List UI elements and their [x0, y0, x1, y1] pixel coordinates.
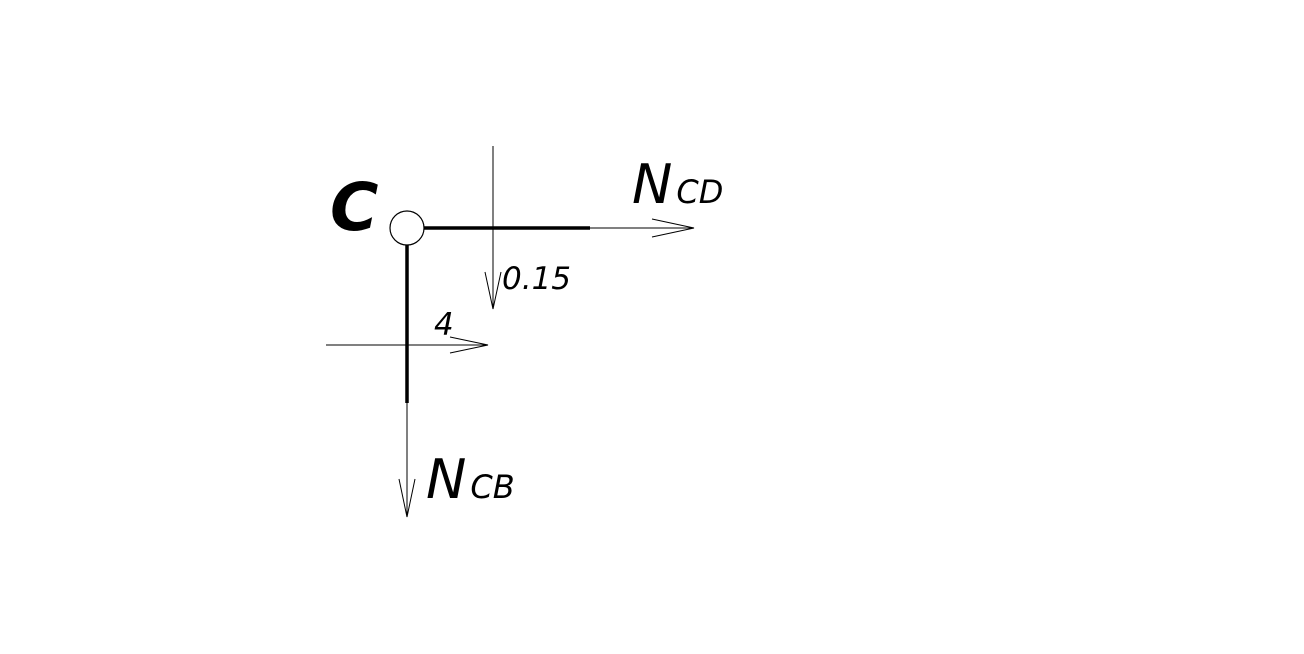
node-label-c: C — [330, 169, 378, 246]
load-horizontal-label: 4 — [434, 307, 454, 343]
load-vertical-arrow-head — [484, 271, 502, 310]
ncd-label-main: N — [632, 153, 672, 216]
load-horizontal-arrow-head — [449, 336, 489, 354]
ncd-label-sub: CD — [676, 173, 723, 211]
ncd-arrow-head — [651, 218, 695, 238]
ncb-label-main: N — [426, 448, 466, 511]
joint-circle — [389, 210, 425, 246]
ncb-arrow-head — [398, 478, 416, 518]
ncb-label-sub: CB — [470, 468, 514, 506]
load-vertical-label: 0.15 — [502, 261, 571, 297]
